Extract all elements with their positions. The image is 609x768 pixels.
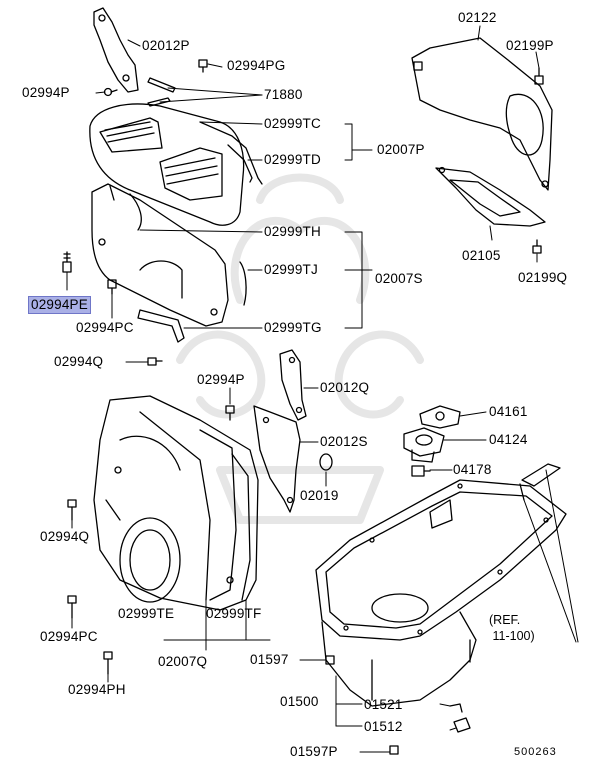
gasket-02999TE: [139, 411, 211, 601]
label-02999TC: 02999TC: [264, 116, 321, 131]
bolt-01597P: [389, 745, 399, 755]
label-71880: 71880: [264, 87, 303, 102]
part-02122-plate: [411, 37, 553, 191]
label-02994Q-upper: 02994Q: [54, 354, 104, 369]
part-dipstick-pipe: [519, 463, 561, 501]
gasket-02999TD: [227, 144, 253, 183]
label-02994Q-lower: 02994Q: [40, 529, 90, 544]
reference-line-2: 11-100): [489, 629, 535, 643]
label-04161: 04161: [489, 404, 528, 419]
label-01597P: 01597P: [290, 744, 338, 759]
bolt-02994P-top: [103, 87, 118, 97]
label-02105: 02105: [462, 248, 501, 263]
part-lower-timing-cover: [93, 395, 259, 611]
label-02999TF: 02999TF: [206, 606, 262, 621]
bolt-02994PH: [103, 651, 113, 675]
part-upper-timing-cover: [89, 103, 245, 226]
gasket-02999TJ: [239, 261, 247, 306]
label-01597: 01597: [250, 652, 289, 667]
bolt-04178: [411, 465, 431, 477]
gasket-02999TG: [137, 309, 185, 343]
gasket-02999TC: [199, 121, 263, 185]
label-01512: 01512: [364, 719, 403, 734]
bolt-02994PC-upper: [107, 279, 117, 295]
label-04178: 04178: [453, 462, 492, 477]
label-02994PC-lower: 02994PC: [40, 629, 98, 644]
label-02999TD: 02999TD: [264, 152, 321, 167]
label-02994P-top: 02994P: [22, 85, 70, 100]
reference-line-1: (REF.: [489, 613, 521, 627]
part-02012S: [253, 405, 301, 513]
part-01521: [449, 703, 463, 713]
part-04124: [403, 427, 445, 463]
label-01500: 01500: [280, 694, 319, 709]
label-02994PH: 02994PH: [68, 682, 126, 697]
label-02012Q: 02012Q: [320, 380, 370, 395]
seal-02019: [319, 453, 333, 471]
part-oil-pan: [315, 479, 567, 707]
label-02019: 02019: [300, 488, 339, 503]
label-02994PE-highlighted[interactable]: 02994PE: [28, 296, 91, 314]
label-02999TG: 02999TG: [264, 320, 322, 335]
bolt-01597: [325, 655, 335, 665]
part-02012P: [93, 7, 139, 93]
part-02012Q: [279, 349, 307, 421]
label-02199P: 02199P: [506, 38, 554, 53]
bolt-02994PG: [198, 59, 208, 73]
leader-lines: [66, 25, 579, 753]
bolt-02994Q-lower: [67, 499, 77, 521]
label-02994PC-upper: 02994PC: [76, 320, 134, 335]
bolt-02199Q: [532, 239, 542, 254]
label-02999TH: 02999TH: [264, 224, 321, 239]
label-02007Q: 02007Q: [158, 654, 208, 669]
part-01512: [453, 717, 471, 733]
label-01521: 01521: [364, 697, 403, 712]
gasket-02999TF: [231, 453, 251, 601]
bolt-02994P-middle: [225, 405, 235, 421]
label-04124: 04124: [489, 432, 528, 447]
label-02012P: 02012P: [142, 38, 190, 53]
label-02012S: 02012S: [320, 434, 368, 449]
part-02105-plate: [435, 166, 546, 227]
label-02007S: 02007S: [375, 271, 423, 286]
label-02994PG: 02994PG: [227, 58, 286, 73]
label-02994P-middle: 02994P: [197, 372, 245, 387]
bolt-02994PC-lower: [67, 595, 77, 619]
bolt-02994Q-upper: [147, 357, 163, 366]
label-02122: 02122: [458, 10, 497, 25]
label-02007P: 02007P: [377, 142, 425, 157]
bolt-02994PE: [62, 251, 72, 273]
label-02199Q: 02199Q: [518, 270, 568, 285]
bolt-02199P: [534, 67, 544, 85]
part-04161: [419, 405, 461, 429]
label-02999TE: 02999TE: [118, 606, 175, 621]
label-02999TJ: 02999TJ: [264, 262, 318, 277]
diagram-code: 500263: [514, 746, 557, 758]
